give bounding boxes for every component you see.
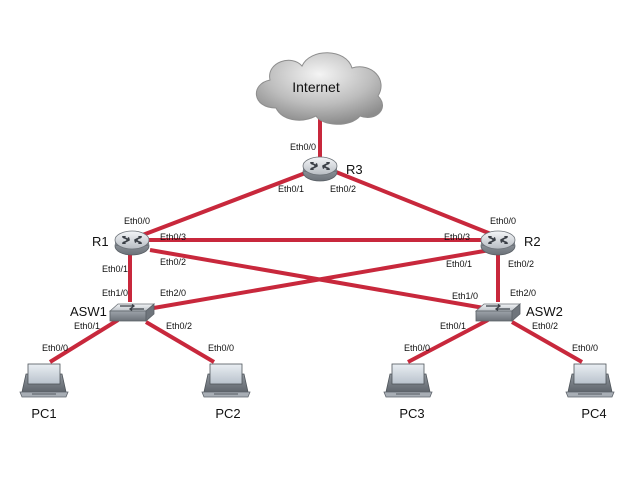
pc-pc1[interactable]: PC1 <box>19 363 69 421</box>
port-label: Eth0/3 <box>160 232 186 242</box>
cloud-icon <box>255 52 383 125</box>
port-label: Eth0/3 <box>444 232 470 242</box>
port-label: Eth0/0 <box>490 216 516 226</box>
device-label: PC3 <box>399 406 424 421</box>
device-label: R1 <box>92 234 109 249</box>
pc-icon <box>201 363 251 398</box>
pc-icon <box>19 363 69 398</box>
link-asw1-pc1 <box>48 318 120 364</box>
link-asw2-pc3 <box>407 318 489 364</box>
port-label: Eth1/0 <box>102 288 128 298</box>
device-label: R3 <box>346 162 363 177</box>
port-label: Eth0/2 <box>166 321 192 331</box>
port-label: Eth1/0 <box>452 291 478 301</box>
router-r1[interactable]: R1 <box>92 230 150 256</box>
port-label: Eth0/0 <box>124 216 150 226</box>
port-label: Eth0/2 <box>160 257 186 267</box>
device-label: PC2 <box>215 406 240 421</box>
port-label: Eth0/2 <box>508 259 534 269</box>
port-label: Eth0/0 <box>404 343 430 353</box>
link-r3-r1 <box>139 170 309 238</box>
port-label: Eth2/0 <box>510 288 536 298</box>
port-label: Eth0/0 <box>208 343 234 353</box>
switch-asw2[interactable]: ASW2 <box>475 303 563 322</box>
port-label: Eth0/2 <box>330 184 356 194</box>
port-label: Eth0/1 <box>446 259 472 269</box>
port-label: Eth0/2 <box>532 321 558 331</box>
link-asw2-pc4 <box>511 320 583 364</box>
switch-icon <box>109 303 155 322</box>
device-label: ASW1 <box>70 304 107 319</box>
switch-asw1[interactable]: ASW1 <box>70 303 155 322</box>
router-icon <box>480 230 516 256</box>
device-label: R2 <box>524 234 541 249</box>
router-icon <box>114 230 150 256</box>
links <box>48 112 583 364</box>
port-label: Eth0/1 <box>278 184 304 194</box>
pc-icon <box>565 363 615 398</box>
router-r3[interactable]: R3 <box>302 156 363 182</box>
device-label: ASW2 <box>526 304 563 319</box>
port-label: Eth0/0 <box>42 343 68 353</box>
port-label: Eth0/1 <box>102 264 128 274</box>
port-label: Eth0/0 <box>572 343 598 353</box>
port-label: Eth0/1 <box>440 321 466 331</box>
router-r2[interactable]: R2 <box>480 230 541 256</box>
link-r3-r2 <box>335 170 497 238</box>
cloud-label: Internet <box>292 79 340 95</box>
pc-icon <box>383 363 433 398</box>
pc-pc2[interactable]: PC2 <box>201 363 251 421</box>
internet-cloud[interactable]: Internet <box>255 52 383 125</box>
port-label: Eth0/0 <box>290 142 316 152</box>
port-label: Eth0/1 <box>74 321 100 331</box>
pc-pc4[interactable]: PC4 <box>565 363 615 421</box>
port-label: Eth2/0 <box>160 288 186 298</box>
device-label: PC4 <box>581 406 606 421</box>
device-label: PC1 <box>31 406 56 421</box>
link-r2-asw1 <box>141 248 491 312</box>
switch-icon <box>475 303 521 322</box>
link-asw1-pc2 <box>144 320 216 364</box>
pc-pc3[interactable]: PC3 <box>383 363 433 421</box>
router-icon <box>302 156 338 182</box>
